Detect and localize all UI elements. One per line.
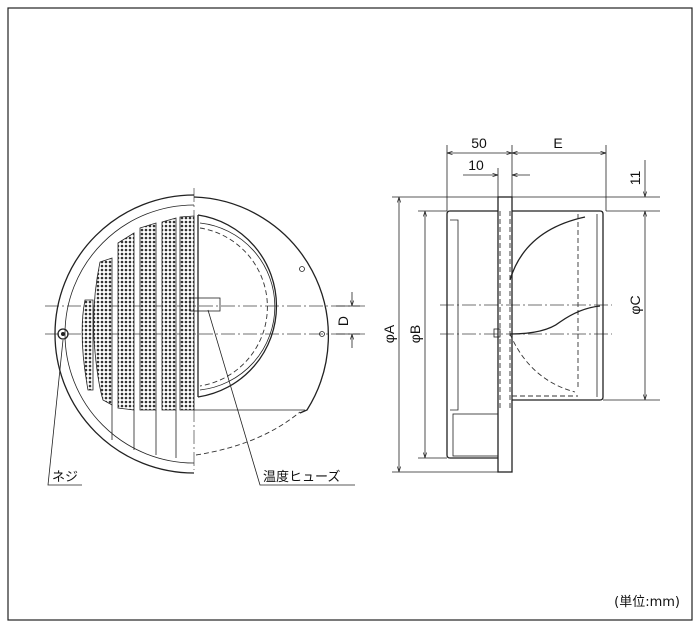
dim-10: 10: [468, 157, 484, 173]
label-screw: ネジ: [52, 470, 78, 485]
louver-grille: [81, 215, 195, 458]
outer-rim-right: [193, 196, 330, 414]
dim-11: 11: [627, 171, 643, 186]
dim-50: 50: [471, 135, 487, 151]
outer-rim-left: [54, 194, 195, 474]
inner-rim-left: [64, 204, 195, 464]
hole-icon: [299, 266, 305, 272]
unit-label: (単位:mm): [614, 594, 680, 610]
drawing-border: [7, 7, 693, 621]
thermal-fuse-part: [189, 297, 221, 312]
body: [446, 210, 498, 459]
screw-icon: [57, 328, 69, 340]
duct-outer: [197, 214, 278, 398]
damper-curve: [509, 216, 586, 281]
label-thermal-fuse: 温度ヒューズ: [263, 469, 340, 485]
side-view: 50 E 10 11 φC φA φB: [381, 135, 660, 473]
dim-phiB: φB: [407, 325, 423, 343]
hole-icon: [319, 331, 325, 337]
dim-D: D: [335, 316, 351, 326]
dim-E: E: [553, 135, 562, 151]
dim-phiA: φA: [381, 324, 397, 343]
hood: [512, 210, 604, 401]
dim-phiC: φC: [627, 295, 643, 314]
duct-inner: [199, 222, 276, 391]
front-view: D ネジ 温度ヒューズ: [45, 188, 365, 486]
